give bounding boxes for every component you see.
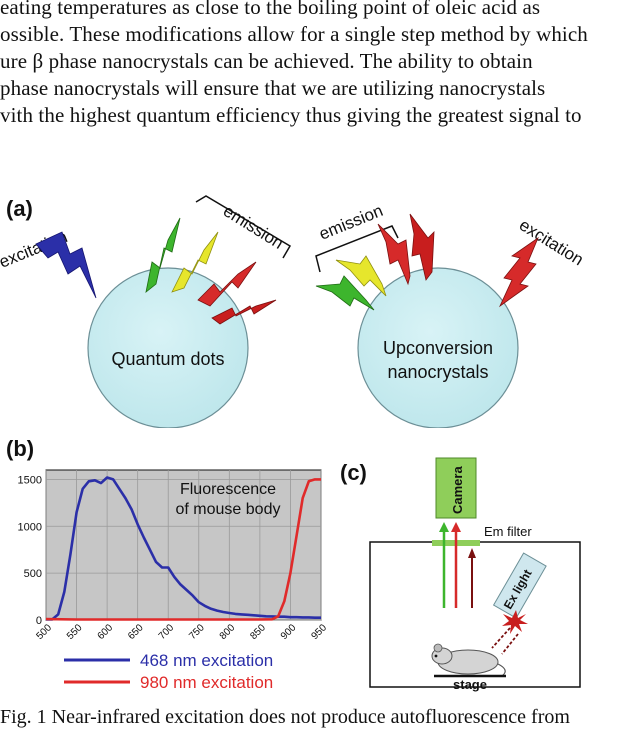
red-arrow-head bbox=[451, 522, 461, 532]
paragraph-line: eating temperatures as close to the boil… bbox=[0, 0, 541, 19]
blue-excitation-bolt bbox=[35, 231, 97, 299]
left-emission-label: emission bbox=[220, 201, 287, 253]
light-burst-icon bbox=[502, 610, 528, 634]
red-emission-bolt-right-2 bbox=[409, 213, 435, 281]
plot-area bbox=[45, 469, 322, 621]
x-tick-label: 800 bbox=[218, 622, 238, 642]
paragraph-line: vith the highest quantum efficiency thus… bbox=[0, 103, 582, 127]
camera-box bbox=[435, 457, 477, 519]
upconversion-label-2: nanocrystals bbox=[387, 362, 488, 382]
beam-line-2 bbox=[501, 633, 519, 655]
red-emission-bolt bbox=[197, 261, 257, 307]
y-tick-label: 1500 bbox=[18, 474, 42, 486]
chart-annotation-2: of mouse body bbox=[176, 501, 281, 518]
yellow-emission-bolt-right bbox=[335, 255, 387, 297]
y-tick-label: 0 bbox=[36, 615, 42, 627]
green-emission-bolt bbox=[145, 217, 181, 293]
series-line-1 bbox=[45, 478, 321, 621]
x-tick-label: 900 bbox=[279, 622, 299, 642]
panel-label-a: (a) bbox=[6, 196, 33, 221]
x-tick-label: 850 bbox=[248, 622, 268, 642]
x-tick-label: 650 bbox=[126, 622, 146, 642]
y-tick-label: 1000 bbox=[18, 521, 42, 533]
x-tick-label: 600 bbox=[96, 622, 116, 642]
right-emission-label: emission bbox=[316, 201, 385, 244]
paragraph-line: ossible. These modifications allow for a… bbox=[0, 22, 588, 46]
green-emission-bolt-right bbox=[315, 275, 375, 311]
paragraph-line: phase nanocrystals will ensure that we a… bbox=[0, 76, 546, 100]
red-excitation-bolt bbox=[499, 236, 539, 308]
x-tick-label: 700 bbox=[157, 622, 177, 642]
camera-label: Camera bbox=[450, 466, 465, 514]
paragraph: eating temperatures as close to the boil… bbox=[0, 0, 640, 129]
figure-a: Quantum dots Upconversion nanocrystals e… bbox=[0, 195, 587, 428]
paragraph-line: ure β phase nanocrystals can be achieved… bbox=[0, 49, 533, 73]
chart-annotation-1: Fluorescence bbox=[180, 481, 276, 498]
stage-label: stage bbox=[453, 677, 487, 692]
legend-label-980: 980 nm excitation bbox=[140, 673, 273, 692]
red-emission-bolt-2 bbox=[211, 299, 277, 325]
quantum-dot-sphere bbox=[87, 267, 249, 428]
green-arrow-head bbox=[439, 522, 449, 532]
upconversion-label-1: Upconversion bbox=[383, 338, 493, 358]
panel-label-b: (b) bbox=[6, 436, 35, 461]
upconversion-sphere bbox=[357, 267, 519, 428]
beam-line-1 bbox=[491, 627, 511, 649]
right-emission-bracket bbox=[315, 225, 399, 273]
figure-c: Camera Em filter Ex light stage bbox=[369, 457, 581, 692]
x-tick-label: 750 bbox=[187, 622, 207, 642]
y-tick-label: 500 bbox=[24, 568, 42, 580]
quantum-dots-label: Quantum dots bbox=[111, 349, 224, 369]
figure-caption: Fig. 1 Near-infrared excitation does not… bbox=[0, 706, 570, 728]
darkred-arrow-head bbox=[468, 548, 476, 558]
panel-label-c: (c) bbox=[340, 460, 367, 485]
em-filter-label: Em filter bbox=[484, 524, 532, 539]
legend-label-468: 468 nm excitation bbox=[140, 651, 273, 670]
x-tick-label: 950 bbox=[309, 622, 329, 642]
red-emission-bolt-right bbox=[377, 223, 411, 286]
x-tick-label: 550 bbox=[65, 622, 85, 642]
left-emission-bracket bbox=[195, 195, 292, 259]
yellow-emission-bolt bbox=[171, 231, 219, 293]
